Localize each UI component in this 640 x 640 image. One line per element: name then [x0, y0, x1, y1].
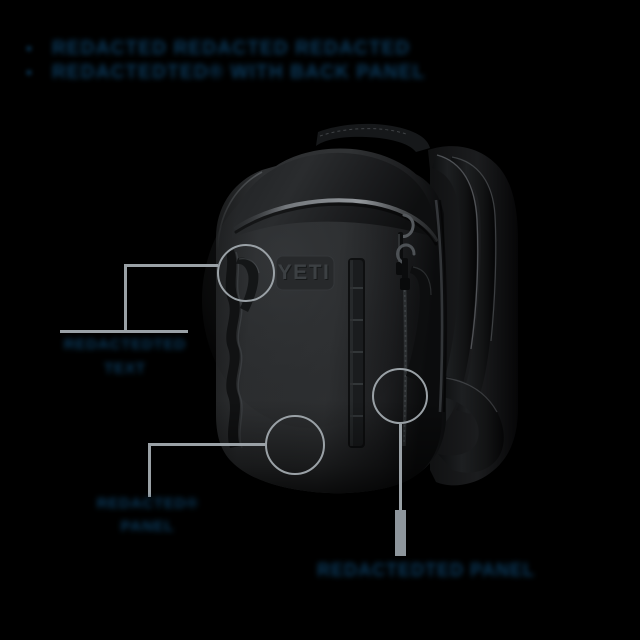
callout-2-leader-vertical [148, 443, 151, 497]
header-bullet-marker-2: • [26, 63, 32, 82]
header-bullet-marker-1: • [26, 39, 32, 58]
callout-1-leader-vertical [124, 264, 127, 332]
shoulder-strap-near-edge-highlight [436, 154, 479, 350]
side-handle-loop-highlight [412, 266, 432, 296]
body-left-edge-highlight [217, 171, 263, 251]
lower-strap-wing-highlight [445, 377, 498, 413]
callout-3-leader-vertical [399, 424, 402, 538]
callout-1-leader-horizontal [124, 264, 218, 267]
side-handle-loop [406, 266, 430, 380]
callout-1-label-line-1: REDACTEDTED [63, 336, 187, 353]
callout-2-label-line-1: REDACTED® [96, 495, 199, 512]
top-grab-handle [316, 123, 430, 152]
callout-3-label-line-1: REDACTEDTED PANEL [317, 560, 535, 580]
side-zipper-shadow [439, 199, 448, 413]
lower-strap-wing [434, 376, 504, 473]
callout-1-circle[interactable] [217, 244, 275, 302]
top-zipper-track [234, 198, 438, 242]
front-vertical-zipper-pull [396, 243, 416, 290]
callout-1-label-line-2: TEXT [104, 360, 146, 377]
callout-1-leader-underline [60, 330, 188, 333]
header-bullet-text-1: REDACTED REDACTED REDACTED [52, 38, 411, 59]
side-zipper-track [434, 199, 444, 413]
callout-3-leader-terminal [395, 510, 406, 556]
backpack-top-lid [232, 152, 436, 238]
yeti-logo-badge: YETI YETI [275, 255, 335, 291]
callout-2-leader-horizontal [148, 443, 266, 446]
top-grab-handle-stitching [319, 128, 407, 137]
callout-2-circle[interactable] [265, 415, 325, 475]
shoulder-strap-far [448, 156, 495, 414]
svg-text:YETI: YETI [278, 261, 331, 284]
shoulder-strap-near [428, 154, 477, 424]
callout-3-circle[interactable] [372, 368, 428, 424]
header-bullet-text-2: REDACTEDTED® WITH BACK PANEL [52, 62, 426, 83]
top-zipper-track-shadow [234, 202, 438, 246]
svg-text:YETI: YETI [279, 262, 332, 285]
shoulder-strap-far-edge-highlight [451, 156, 497, 342]
callout-2-label-line-2: PANEL [120, 518, 175, 535]
